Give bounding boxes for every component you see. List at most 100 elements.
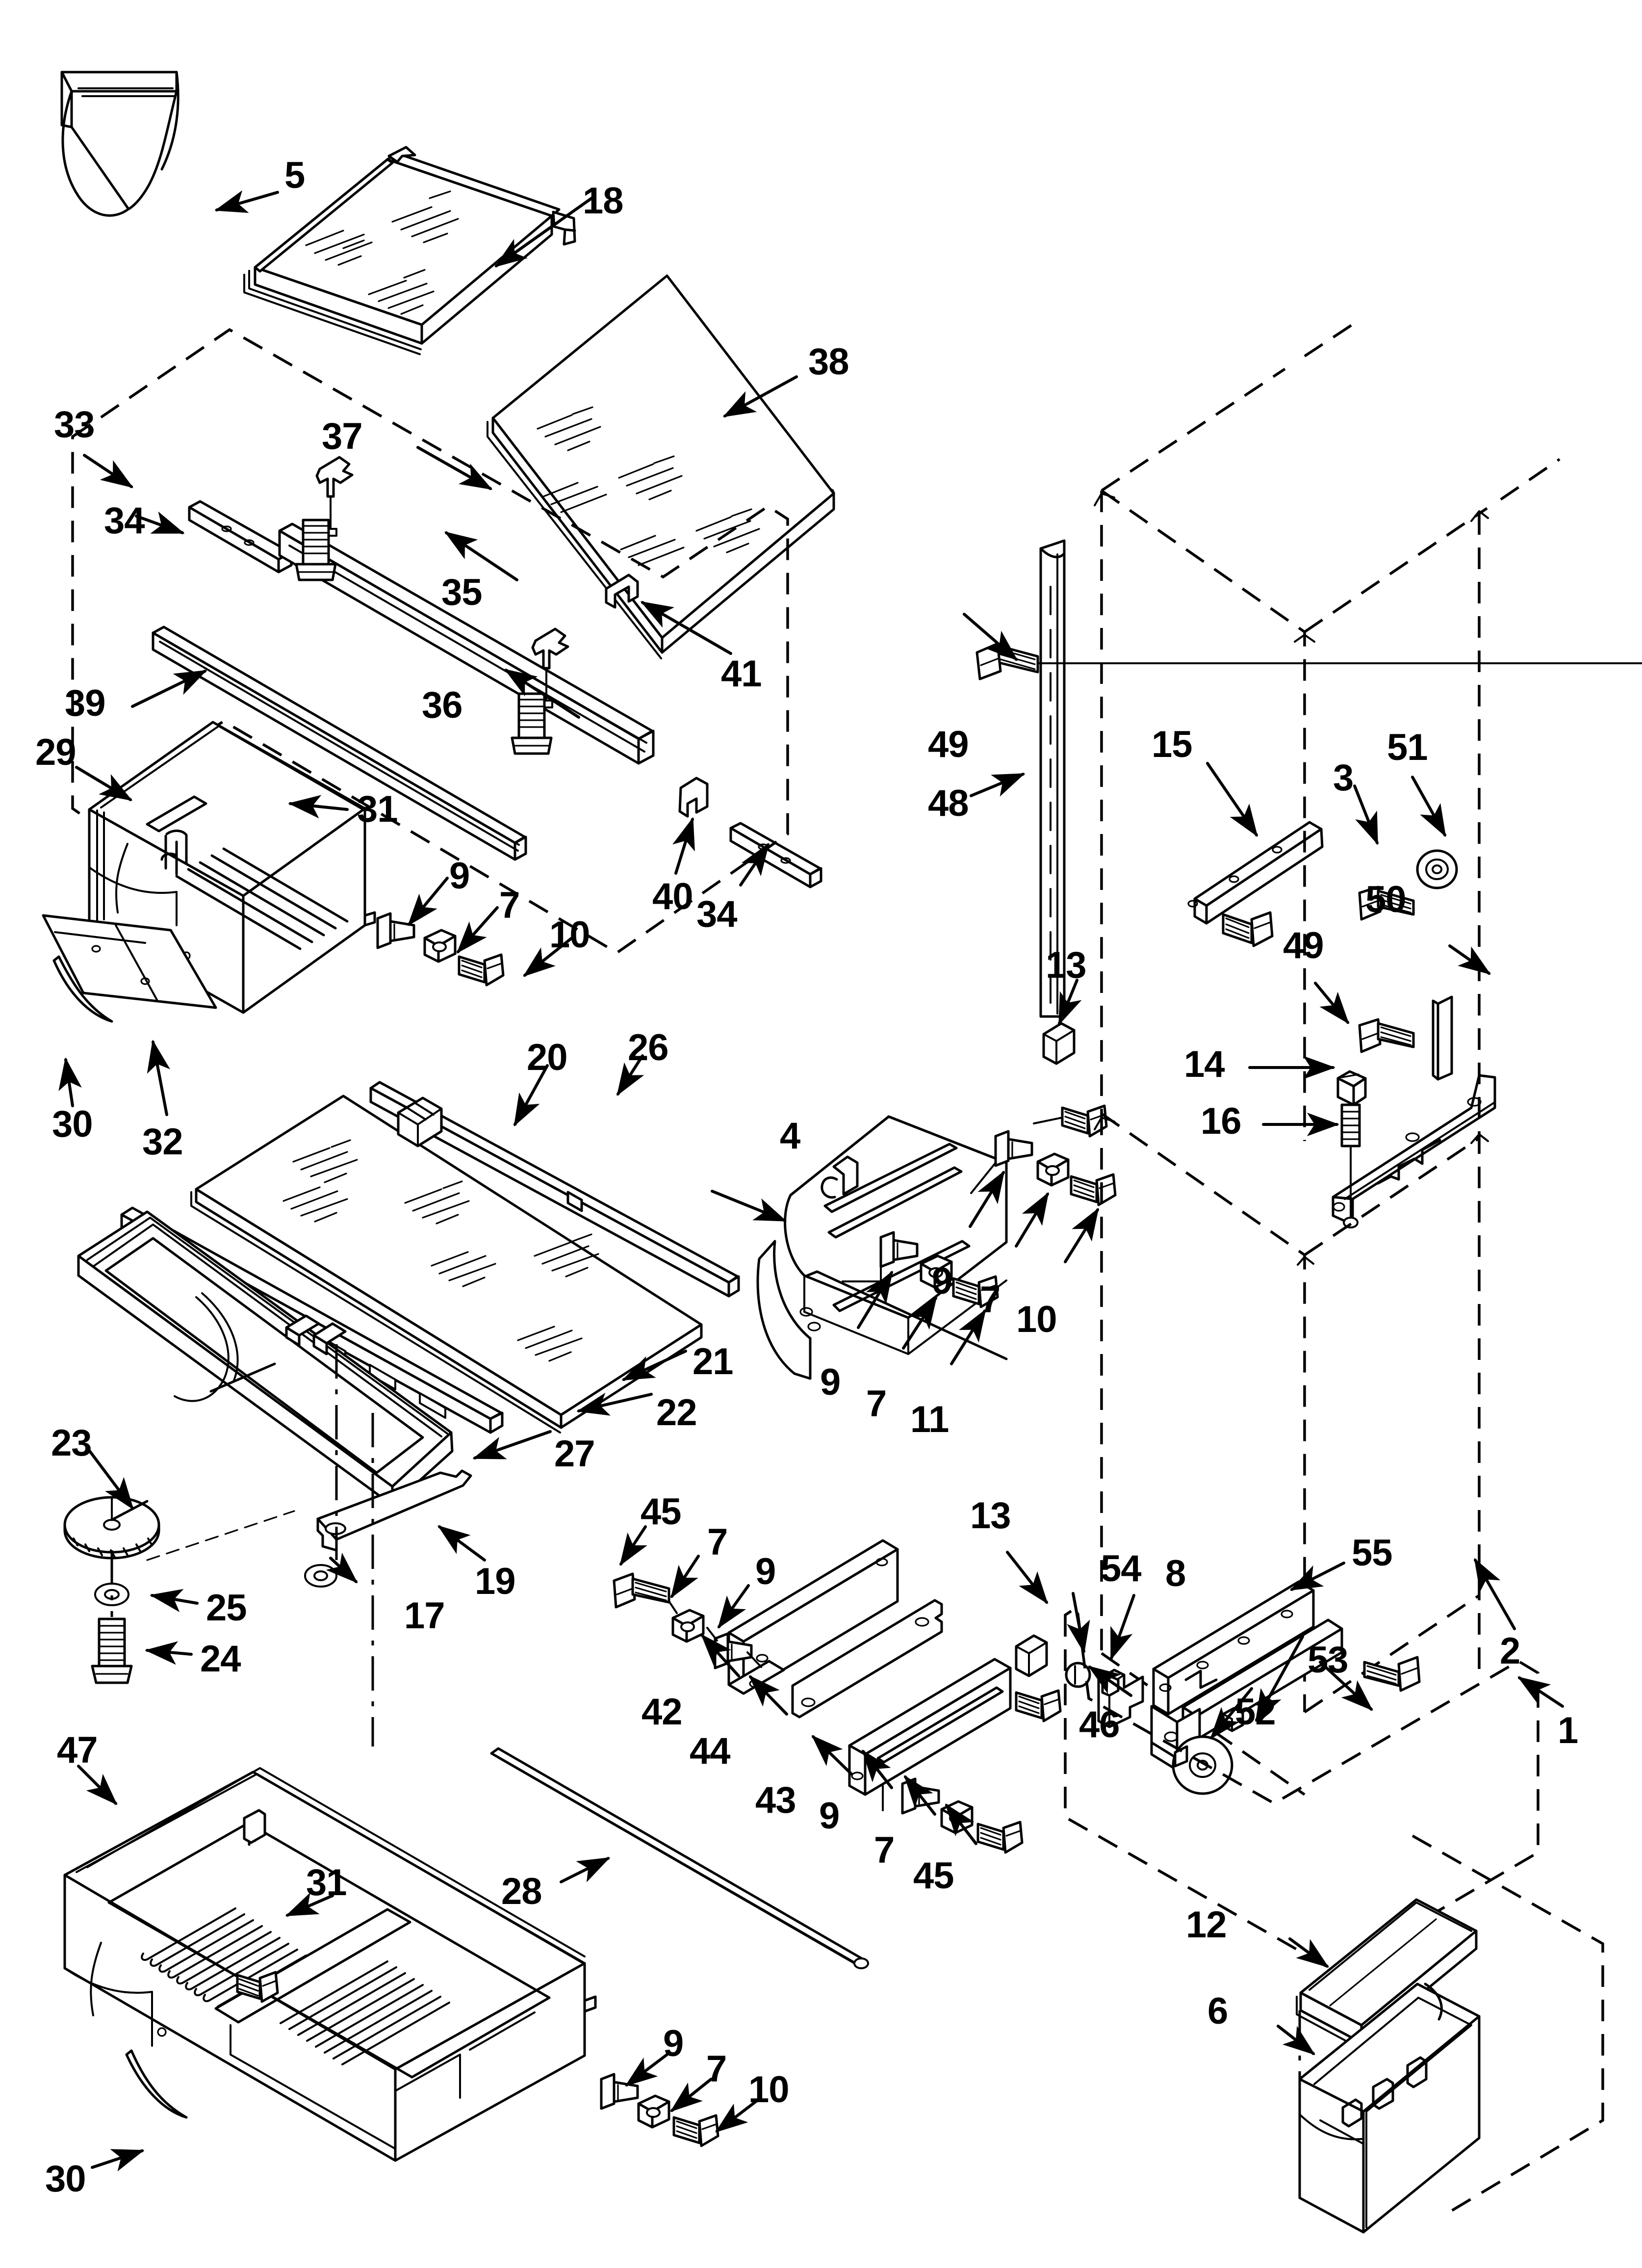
part-32-shield: [42, 914, 217, 1009]
callout-1: 1: [1558, 1710, 1578, 1751]
part-34-bracket-lower: [729, 822, 822, 888]
part-16-bracket: [1332, 1074, 1496, 1226]
callout-19: 19: [475, 1561, 516, 1602]
part-41-glass-panel: [487, 274, 835, 659]
callout-7d: 7: [707, 1521, 728, 1563]
callout-14: 14: [1184, 1043, 1225, 1085]
callout-23: 23: [51, 1422, 92, 1464]
callout-27: 27: [554, 1433, 595, 1475]
part-46-screw: [1015, 1689, 1062, 1722]
callout-52: 52: [1235, 1691, 1276, 1733]
part-44-plate: [791, 1599, 943, 1719]
callout-31-upper: 31: [357, 788, 398, 830]
callout-26: 26: [628, 1027, 669, 1069]
callout-49-lower: 49: [1283, 925, 1324, 966]
callout-31-basket: 31: [306, 1862, 347, 1903]
part-29-ice-container: [88, 721, 376, 1014]
part-14-screw: [1336, 1070, 1367, 1228]
callout-53: 53: [1308, 1639, 1349, 1681]
callout-13-upper: 13: [1046, 944, 1087, 986]
part-30-seal-upper: [52, 955, 113, 1023]
fasteners-45-7-9-upper: [613, 1572, 762, 1669]
callout-41: 41: [721, 653, 762, 695]
part-34-bracket-top: [188, 500, 293, 574]
callout-24: 24: [200, 1638, 241, 1680]
callout-9e: 9: [819, 1795, 840, 1837]
part-43-channel: [848, 1658, 1012, 1811]
callout-18: 18: [583, 180, 624, 222]
callout-6: 6: [1207, 1990, 1228, 2032]
callout-7e: 7: [874, 1829, 895, 1871]
callout-7b: 7: [980, 1279, 1001, 1321]
callout-32: 32: [142, 1121, 183, 1163]
callout-45-upper: 45: [641, 1491, 682, 1533]
callout-34-upper: 34: [104, 500, 145, 542]
callout-43: 43: [755, 1779, 796, 1821]
callout-10b: 10: [1016, 1299, 1057, 1340]
callout-46: 46: [1079, 1704, 1120, 1746]
callout-38: 38: [808, 341, 849, 383]
callout-29: 29: [35, 731, 77, 773]
callout-10-upper: 10: [549, 914, 590, 956]
part-13-clip-upper: [1042, 1022, 1076, 1065]
fasteners-9-7-45-lower: [901, 1777, 1024, 1854]
part-25-washer: [94, 1583, 129, 1606]
part-3-screw: [1358, 886, 1415, 921]
fasteners-near-part-4: [842, 1104, 1117, 1308]
callout-30-upper: 30: [52, 1103, 93, 1145]
callout-40: 40: [652, 876, 693, 917]
callout-28: 28: [501, 1871, 542, 1912]
part-39-rail: [152, 626, 527, 861]
align-dash-23-17: [146, 1510, 295, 1561]
part-28-rod: [490, 1747, 869, 1969]
callout-20: 20: [527, 1037, 568, 1078]
part-47-freezer-basket: [63, 1767, 597, 2162]
callout-34-lower: 34: [696, 893, 738, 935]
part-20-rail: [369, 1081, 740, 1298]
callout-4: 4: [780, 1115, 800, 1157]
group-33-dashed-outline: [71, 328, 789, 955]
callout-44: 44: [690, 1730, 731, 1772]
callout-33: 33: [54, 404, 95, 445]
part-13-clip-lower: [1015, 1634, 1048, 1677]
fasteners-9-7-10-basket: [600, 2073, 719, 2147]
callout-16: 16: [1201, 1100, 1242, 1142]
callout-5: 5: [284, 155, 305, 196]
part-5-curved-cover: [60, 71, 180, 217]
callout-9c: 9: [820, 1361, 841, 1403]
callout-47: 47: [57, 1729, 98, 1771]
part-40-clip: [678, 777, 709, 818]
callout-37: 37: [322, 416, 363, 457]
callout-36: 36: [422, 684, 463, 726]
callout-21: 21: [693, 1341, 734, 1382]
callout-50: 50: [1365, 879, 1407, 920]
part-15-cabinet-rail: [1187, 821, 1324, 925]
part-24-screw: [91, 1617, 133, 1684]
callout-12: 12: [1186, 1904, 1227, 1946]
callout-45-lower: 45: [913, 1855, 954, 1897]
callout-55: 55: [1352, 1532, 1393, 1574]
callout-leaders: [58, 190, 1564, 2172]
callout-2: 2: [1500, 1630, 1520, 1672]
fasteners-9-7-10-upper: [376, 912, 505, 987]
callout-35: 35: [441, 572, 483, 613]
part-31-screw-basket: [236, 1971, 279, 2003]
callout-9-upper: 9: [449, 855, 470, 897]
dashed-corner-caps: [1094, 493, 1489, 1266]
callout-22: 22: [656, 1392, 697, 1434]
callout-9d: 9: [755, 1551, 776, 1592]
part-35-slide-rail: [278, 456, 655, 765]
callout-3: 3: [1333, 757, 1354, 799]
part-26-clip: [397, 1096, 443, 1147]
callout-51: 51: [1387, 727, 1428, 768]
callout-54: 54: [1101, 1548, 1142, 1590]
part-30-seal-lower: [125, 2049, 188, 2119]
part-19-support-arm: [316, 1469, 472, 1552]
part-51-grommet: [1416, 849, 1458, 889]
callout-8: 8: [1165, 1553, 1186, 1594]
callout-25: 25: [206, 1587, 247, 1629]
part-42-bracket: [727, 1539, 899, 1695]
callout-9f: 9: [663, 2023, 684, 2064]
